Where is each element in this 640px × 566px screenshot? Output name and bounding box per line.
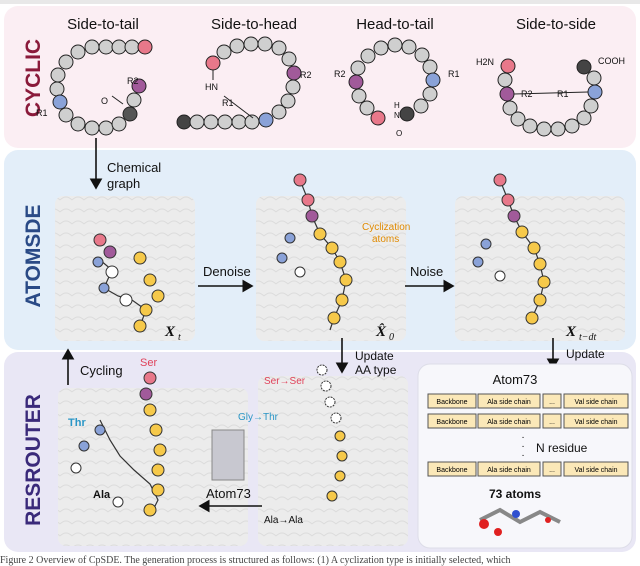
ser-to-ser-label: Ser→Ser: [264, 376, 306, 387]
head-to-tail-title: Head-to-tail: [356, 16, 434, 33]
side-to-tail-molecule: [49, 39, 153, 136]
side-to-tail-title: Side-to-tail: [67, 16, 139, 33]
xtdt-sub: t−dt: [579, 332, 597, 343]
row1-dots: ...: [549, 399, 555, 406]
side-to-head-title: Side-to-head: [211, 16, 297, 33]
row3-backbone: Backbone: [436, 467, 467, 474]
side-to-tail-o: O: [101, 96, 108, 106]
cyc-atoms-label-2: atoms: [372, 234, 399, 245]
row2-ala: Ala side chain: [487, 419, 531, 426]
side-to-head-hn: HN: [205, 82, 218, 92]
xt-label: X: [164, 324, 176, 340]
row2-dots: ...: [549, 419, 555, 426]
side-to-tail-r1: R1: [36, 108, 48, 118]
cyclic-band: [4, 6, 636, 148]
atomsde-label: ATOMSDE: [22, 204, 45, 307]
graph-label: graph: [107, 176, 140, 191]
side-to-tail-r2: R2: [127, 76, 139, 86]
atom73-table-row-1: Backbone Ala side chain ... Val side cha…: [427, 393, 629, 409]
atom73-table-row-3: Backbone Ala side chain ... Val side cha…: [427, 461, 629, 477]
side-to-side-h2n: H2N: [476, 57, 494, 67]
row1-backbone: Backbone: [436, 399, 467, 406]
head-to-tail-n: N: [394, 111, 400, 120]
ala-to-ala-label: Ala→Ala: [264, 515, 303, 526]
chemical-label: Chemical: [107, 160, 161, 175]
xtdt-label: X: [565, 324, 577, 340]
x0-panel: Cyclization atoms X̂ 0: [256, 173, 410, 343]
row2-val: Val side chain: [574, 419, 617, 426]
row3-val: Val side chain: [574, 467, 617, 474]
update-aa-state-1: Update: [566, 347, 605, 361]
side-to-head-r2: R2: [300, 70, 312, 80]
side-to-head-r1: R1: [222, 98, 234, 108]
thr-label: Thr: [68, 417, 86, 429]
denoise-label: Denoise: [203, 264, 251, 279]
side-to-head-molecule: [176, 36, 302, 130]
ser-label: Ser: [140, 357, 157, 369]
update-aa-type-2: AA type: [355, 363, 397, 377]
atom73-title: Atom73: [493, 372, 538, 387]
vdot-1: ·: [521, 432, 524, 443]
side-to-side-molecule: [497, 58, 603, 137]
side-to-side-r1: R1: [557, 89, 569, 99]
head-to-tail-h: H: [394, 101, 400, 110]
xtdt-panel: X t−dt: [455, 173, 625, 343]
xt-sub: t: [178, 332, 181, 343]
row2-backbone: Backbone: [436, 419, 467, 426]
cyc-atoms-label-1: Cyclization: [362, 222, 410, 233]
atoms-73-label: 73 atoms: [489, 487, 541, 501]
n-residue-label: N residue: [536, 441, 588, 455]
head-to-tail-o: O: [396, 129, 402, 138]
atom73-arrow-label: Atom73: [206, 486, 251, 501]
cyclic-label: CYCLIC: [22, 39, 45, 117]
vdot-3: ·: [521, 450, 524, 461]
row3-dots: ...: [549, 467, 555, 474]
atom73-table-row-2: Backbone Ala side chain ... Val side cha…: [427, 413, 629, 429]
atom73-rendering: [479, 507, 561, 536]
side-to-side-cooh: COOH: [598, 56, 625, 66]
head-to-tail-r1: R1: [448, 69, 460, 79]
xt-panel: X t: [55, 196, 195, 343]
ala-label: Ala: [93, 489, 111, 501]
x0-label: X̂: [375, 322, 387, 340]
head-to-tail-molecule: [348, 37, 441, 126]
row1-val: Val side chain: [574, 399, 617, 406]
noise-label: Noise: [410, 264, 443, 279]
head-to-tail-r2: R2: [334, 69, 346, 79]
figure-caption: Figure 2 Overview of CpSDE. The generati…: [0, 555, 511, 566]
resrouter-label: RESROUTER: [22, 394, 45, 526]
side-to-side-title: Side-to-side: [516, 16, 596, 33]
update-aa-type-1: Update: [355, 349, 394, 363]
cycling-label: Cycling: [80, 363, 123, 378]
x0-sub: 0: [389, 332, 394, 343]
update-structure: Ser→Ser Gly→Thr Ala→Ala: [211, 364, 408, 546]
atom73-box: [417, 363, 633, 549]
row1-ala: Ala side chain: [487, 399, 531, 406]
gly-to-thr-label: Gly→Thr: [238, 412, 279, 423]
vdot-2: ·: [521, 441, 524, 452]
row3-ala: Ala side chain: [487, 467, 531, 474]
